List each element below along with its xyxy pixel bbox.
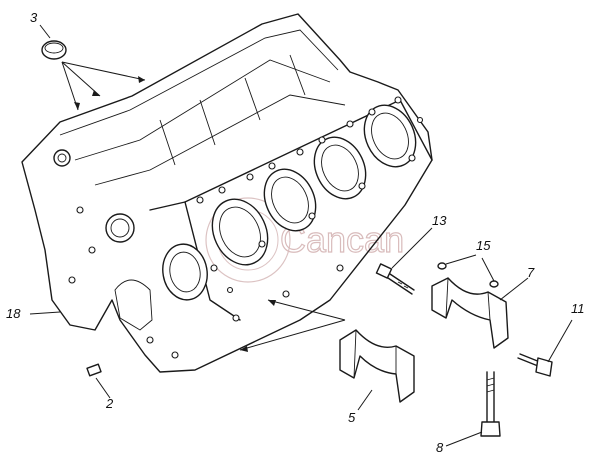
bolt-part-11 — [517, 353, 553, 377]
cylinder-bores — [162, 104, 417, 301]
label-15: 15 — [476, 238, 491, 253]
head-bolt-holes — [196, 96, 424, 294]
bushing-part-3 — [41, 40, 67, 60]
label-5: 5 — [348, 410, 356, 425]
label-2: 2 — [105, 396, 114, 411]
bolt-part-13 — [375, 263, 415, 295]
leader-8 — [445, 431, 483, 447]
watermark: Cancan — [205, 197, 405, 283]
leader-15 — [445, 254, 495, 282]
leader-18 — [29, 311, 61, 315]
label-13: 13 — [432, 213, 447, 228]
bearing-cap-part-5 — [339, 329, 415, 403]
label-7: 7 — [527, 265, 535, 280]
label-18: 18 — [6, 306, 21, 321]
bushing-arrows — [61, 61, 146, 111]
leader-13 — [391, 227, 433, 269]
leader-3 — [39, 24, 51, 39]
engine-block — [21, 13, 433, 373]
leader-5 — [357, 389, 373, 411]
pin-part-2 — [86, 363, 102, 377]
leader-7 — [499, 277, 529, 301]
bearing-cap-part-7 — [431, 277, 509, 349]
label-8: 8 — [436, 440, 444, 455]
leader-2 — [95, 377, 111, 399]
bolt-part-8 — [480, 371, 501, 437]
leader-11 — [547, 319, 573, 363]
label-11: 11 — [571, 301, 585, 316]
label-3: 3 — [30, 10, 38, 25]
cap-arrows — [239, 299, 346, 352]
